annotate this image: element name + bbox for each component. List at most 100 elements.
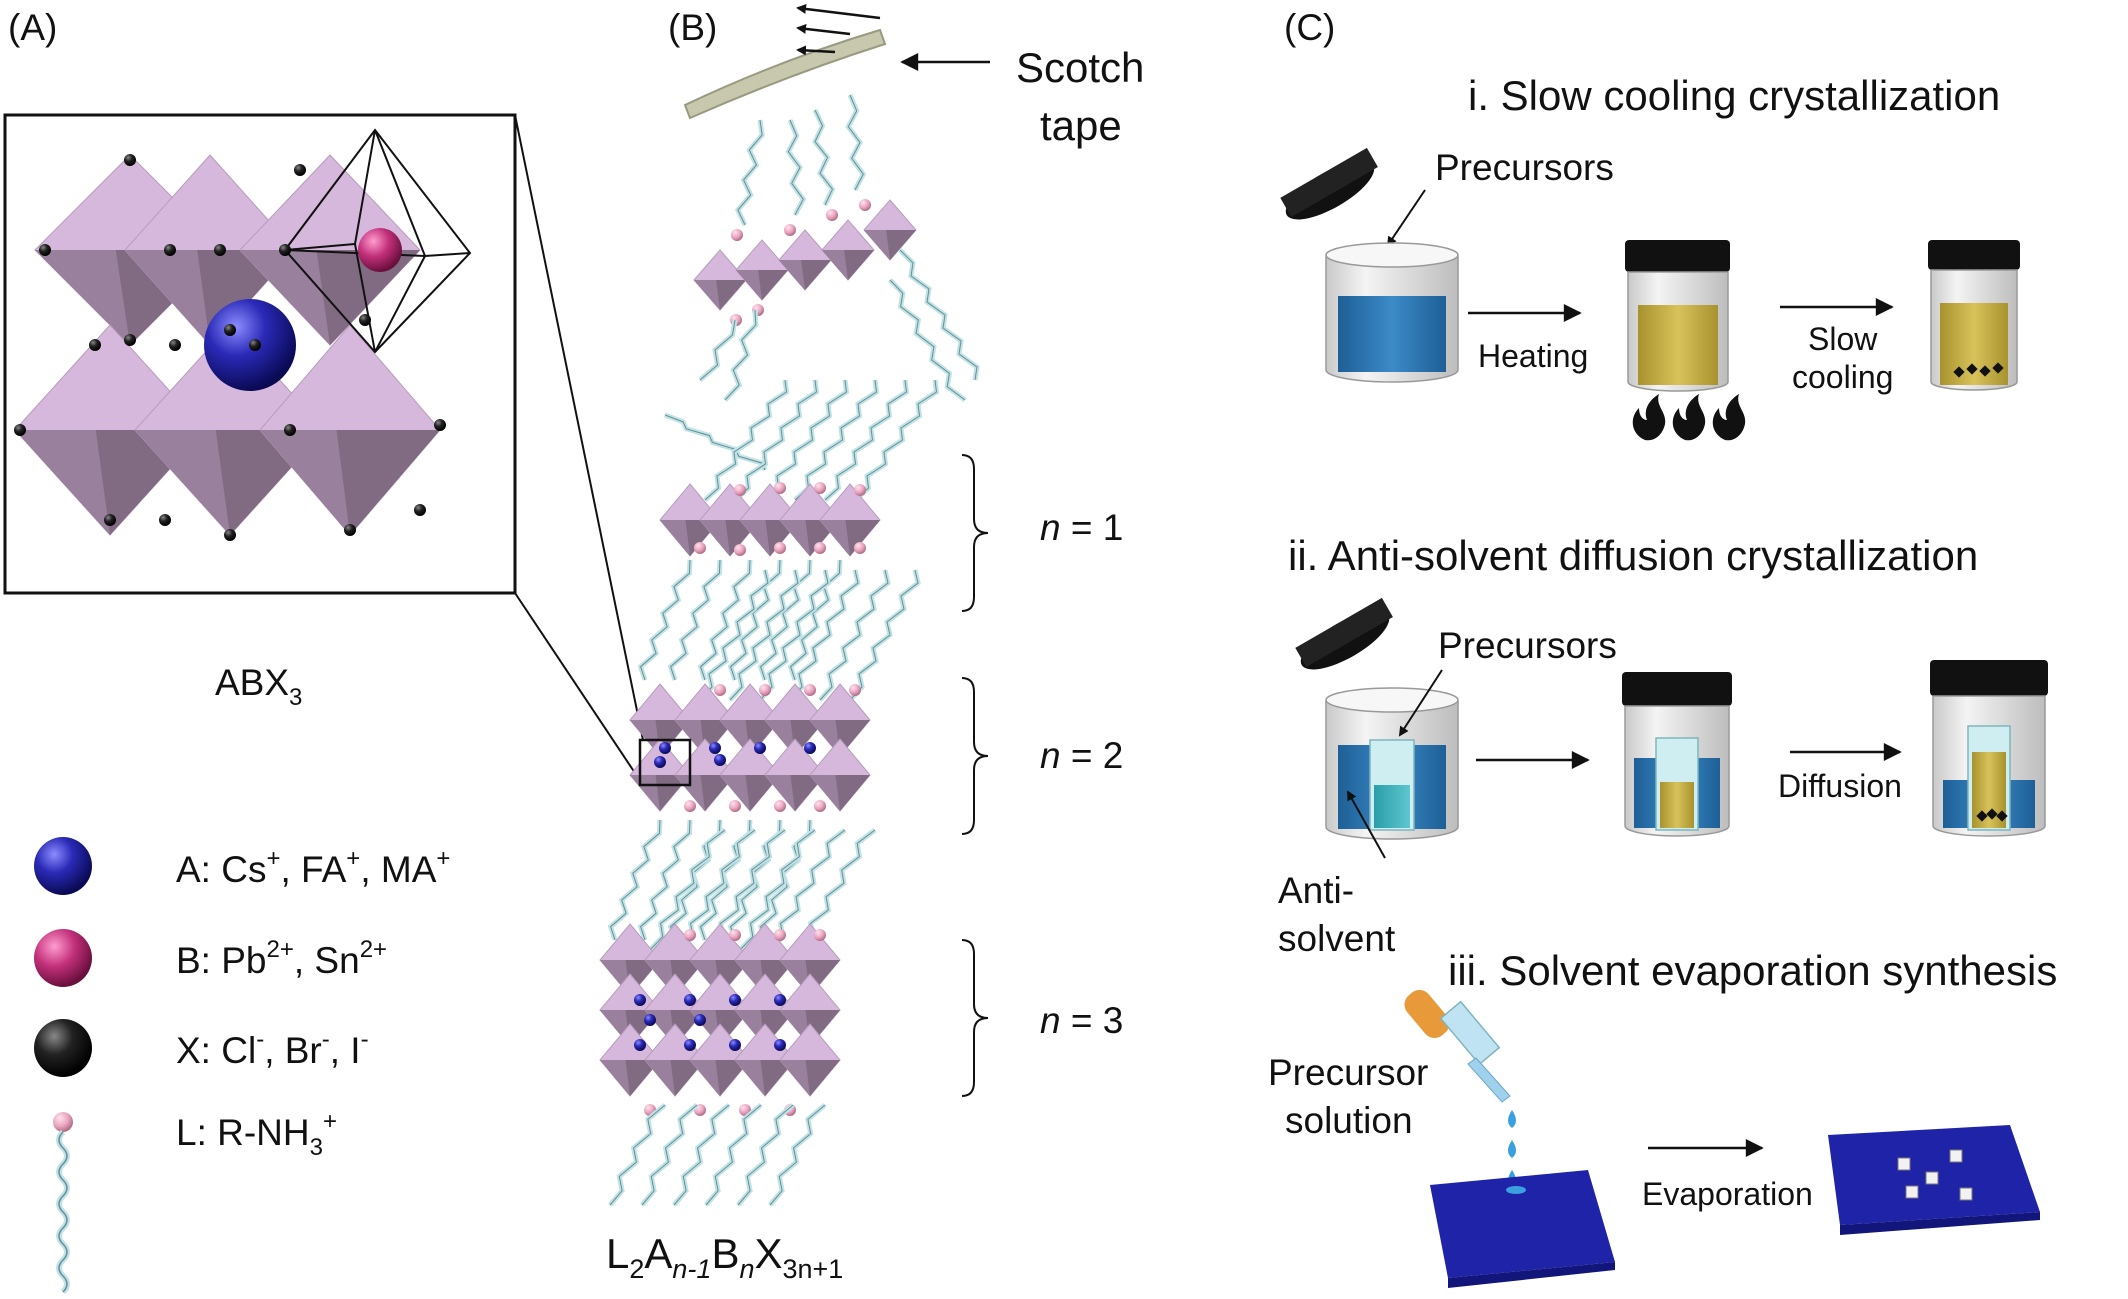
precursor-solution-label-2: solution (1285, 1100, 1413, 1141)
a-cation (634, 1039, 646, 1051)
ligand-chain-outline (609, 1104, 666, 1206)
panel-c: i. Slow cooling crystallization Precurso… (1268, 72, 2057, 1288)
panel-c-label: (C) (1284, 7, 1335, 48)
ligand-chain-outline (699, 319, 736, 381)
ligand-chain-outline (737, 119, 763, 226)
layered-perovskite-formula: L2An-1BnX3n+1 (606, 1230, 843, 1284)
jar-lid (1625, 240, 1730, 272)
b-cation-sphere (358, 228, 402, 272)
ligand-chain-outline (849, 569, 919, 701)
ligand-head (814, 542, 826, 554)
crystals (1953, 362, 2004, 378)
a-cation (694, 1014, 706, 1026)
ligand-chain-outline (794, 379, 878, 501)
ligand-chain (812, 108, 836, 207)
ligand-chain-outline (664, 414, 766, 471)
ligand-chain-outline (847, 94, 864, 191)
octahedron (778, 229, 832, 291)
ligand-chain-outline (899, 249, 978, 381)
ligand-chain-outline (819, 569, 889, 701)
diffusion-label: Diffusion (1778, 768, 1902, 804)
a-cation (729, 1039, 741, 1051)
section-ii-precursors: Precursors (1438, 625, 1617, 666)
legend-b-text: B: Pb2+, Sn2+ (176, 936, 387, 981)
a-cation (709, 742, 721, 754)
panel-b: Scotch tape n = 1 n = 2 n = 3 L2An-1BnX3… (599, 4, 1144, 1284)
ligand-chain (608, 1103, 667, 1207)
ligand-chain-outline (724, 309, 757, 401)
scotch-tape-label-1: Scotch (1016, 44, 1144, 91)
x-anion-dot (164, 244, 176, 256)
ligand-chain-outline (790, 559, 841, 681)
ligand-head (826, 209, 838, 221)
x-anion-dot (249, 339, 261, 351)
legend-b-icon (34, 929, 92, 987)
n3-label: n = 3 (1040, 1000, 1123, 1041)
octahedron (719, 683, 781, 757)
a-cation (644, 1014, 656, 1026)
ligand-head (774, 929, 786, 941)
droplets (1508, 1110, 1516, 1188)
x-anion-dot (124, 334, 136, 346)
precursor-solution-label-1: Precursor (1268, 1052, 1428, 1093)
ligand-head (804, 684, 816, 696)
ligand-head (774, 800, 786, 812)
ligand-chain-outline (730, 559, 781, 681)
x-anion-dot (159, 514, 171, 526)
flame-icon (1672, 394, 1706, 441)
unit-cell-highlight-box (638, 738, 692, 787)
octahedron-wireframe (283, 128, 472, 354)
jar-closed-yellow (1625, 240, 1730, 392)
a-cation (714, 754, 726, 766)
ligand-head (684, 800, 696, 812)
a-cation (754, 742, 766, 754)
section-ii-title: ii. Anti-solvent diffusion crystallizati… (1288, 532, 1978, 579)
legend-x-text: X: Cl-, Br-, I- (176, 1026, 369, 1071)
jar-crystals (1928, 240, 2020, 391)
x-anion-dot (359, 314, 371, 326)
blue-solution (1338, 296, 1446, 372)
legend-a-text: A: Cs+, FA+, MA+ (176, 845, 450, 890)
ligand-head (731, 229, 743, 241)
ligand-chain-outline (789, 569, 859, 701)
ligand-head (774, 542, 786, 554)
ligand-chain-outline (673, 1104, 730, 1206)
ligand-head (734, 484, 746, 496)
substrate-wet (1430, 1170, 1615, 1288)
octahedron (821, 219, 875, 281)
ligand-head (814, 929, 826, 941)
x-anion-dot (279, 244, 291, 256)
yellow-solution (1638, 305, 1718, 385)
x-anion-dot (104, 514, 116, 526)
ligand-chain-outline (699, 569, 769, 701)
x-anion-dot (294, 164, 306, 176)
slow-cooling-label-2: cooling (1792, 359, 1893, 395)
a-cation (684, 1039, 696, 1051)
section-i-precursors-arrow (1386, 189, 1426, 247)
antisolvent-label-2: solvent (1278, 918, 1396, 959)
x-anion-dots (14, 154, 446, 541)
legend-l-icon (53, 1112, 73, 1132)
flame-icons (1632, 394, 1746, 441)
ligand-head (729, 800, 741, 812)
layered-perovskite-stack (599, 94, 980, 1207)
a-cation (729, 994, 741, 1006)
x-anion-dot (224, 529, 236, 541)
n2-label: n = 2 (1040, 735, 1123, 776)
antisolvent-arrow (1347, 790, 1386, 859)
a-cation (804, 742, 816, 754)
ligand-head (774, 482, 786, 494)
panel-a: ABX3 A: Cs+, FA+, MA+ B: Pb2+, Sn2+ X: C… (3, 113, 644, 1295)
abx3-formula: ABX3 (215, 662, 302, 711)
ligand-chain-outline (670, 559, 721, 681)
octahedron (14, 324, 206, 536)
ligand-chain-outline (889, 279, 966, 401)
substrate-crystals (1828, 1125, 2040, 1235)
ligand-chain-outline (769, 1104, 826, 1206)
x-anion-dot (39, 244, 51, 256)
jar-diffused-crystals (1930, 660, 2048, 837)
x-anion-dot (284, 424, 296, 436)
a-cation (774, 994, 786, 1006)
x-anion-dot (434, 419, 446, 431)
